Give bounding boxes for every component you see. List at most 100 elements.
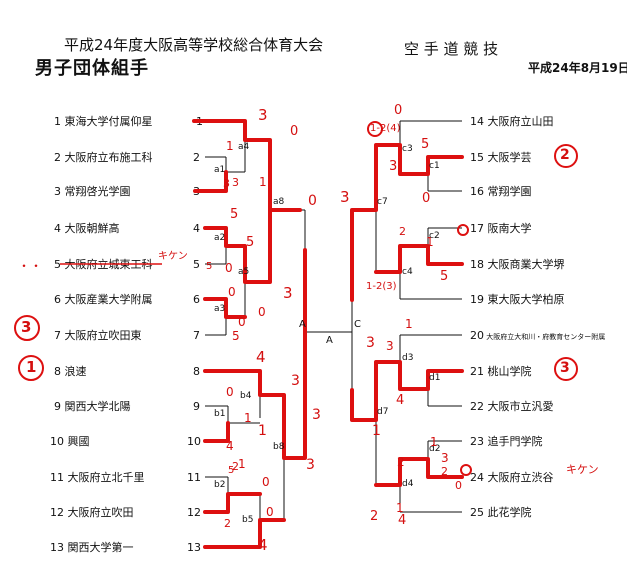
score-mark: 1 [226, 139, 234, 153]
score-mark: 4 [256, 348, 266, 366]
node-a8: a8 [273, 197, 285, 207]
node-c1: c1 [429, 161, 440, 171]
right-entry-18: 18 大阪商業大学堺 [470, 258, 565, 271]
score-mark: 5 [440, 269, 449, 284]
right-entry-17: 17 阪南大学 [470, 222, 532, 235]
score-mark: 3 [258, 106, 268, 124]
event-title: 平成24年度大阪高等学校総合体育大会 [64, 36, 324, 54]
right-entry-24: 24 大阪府立渋谷 [470, 471, 554, 484]
score-mark: 4 [398, 513, 407, 528]
score-mark: 5 [421, 137, 430, 152]
score-mark: 0 [228, 285, 236, 299]
score-mark: 1 [258, 423, 267, 439]
score-mark: 3 [386, 339, 394, 353]
score-mark: 0 [290, 124, 299, 139]
left-slot-13: 13 [187, 541, 201, 554]
left-slot-11: 11 [187, 471, 201, 484]
right-entry-15: 15 大阪学芸 [470, 151, 532, 164]
score-mark: 3 [366, 335, 375, 351]
rank-circle-left-8: 1 [26, 358, 37, 376]
left-slot-7: 7 [193, 329, 200, 342]
score-mark: 1 [244, 411, 252, 425]
score-mark: 3 [441, 451, 449, 465]
left-slot-5: 5 [193, 258, 200, 271]
score-mark: 3 [283, 284, 293, 302]
left-slot-4: 4 [193, 222, 200, 235]
node-b2: b2 [214, 480, 226, 490]
left-slot-10: 10 [187, 435, 201, 448]
score-mark: 5 [246, 235, 255, 250]
score-mark: 0 [258, 305, 266, 319]
score-mark: 1-2(4) [370, 123, 401, 134]
right-entry-19: 19 東大阪大学柏原 [470, 293, 565, 306]
left-entry-7: 7 大阪府立吹田東 [54, 329, 142, 342]
forfeit-note-right: キケン [566, 463, 599, 476]
score-mark: 3 [340, 188, 350, 206]
left-entry-11: 11 大阪府立北千里 [50, 471, 145, 484]
node-c2: c2 [429, 231, 440, 241]
right-entry-22: 22 大阪市立汎愛 [470, 400, 554, 413]
left-entry-10: 10 興國 [50, 435, 90, 448]
score-mark: 0 [262, 475, 270, 489]
score-mark: 0 [422, 191, 431, 206]
sport-name: 空 手 道 競 技 [404, 40, 499, 58]
score-mark: 5 [228, 465, 235, 476]
score-mark: 1-2(3) [366, 281, 397, 292]
node-a1: a1 [214, 165, 226, 175]
node-d3: d3 [402, 353, 414, 363]
right-entry-14: 14 大阪府立山田 [470, 115, 554, 128]
score-mark: 0 [226, 385, 234, 399]
node-c7: c7 [377, 197, 388, 207]
right-entry-25: 25 此花学院 [470, 506, 532, 519]
left-entry-2: 2 大阪府立布施工科 [54, 151, 153, 164]
score-mark: 2 [370, 509, 379, 524]
score-mark: 0 [238, 315, 246, 329]
node-a5: a5 [238, 267, 250, 277]
node-A-mid: A [326, 335, 333, 346]
score-mark: 3 [312, 407, 321, 423]
score-mark: 0 [266, 505, 274, 519]
right-entry-23: 23 追手門学院 [470, 435, 543, 448]
left-entry-1: 1 東海大学付属仰星 [54, 115, 153, 128]
score-mark: 2 [441, 465, 448, 478]
left-slot-12: 12 [187, 506, 201, 519]
node-A-left: A [299, 319, 306, 330]
right-entry-16: 16 常翔学園 [470, 185, 532, 198]
score-mark: 1 [405, 317, 413, 331]
score-mark: 0 [225, 261, 233, 275]
left-entry-4: 4 大阪朝鮮高 [54, 222, 120, 235]
rank-circle-right-15: 2 [560, 147, 570, 163]
node-d7: d7 [377, 407, 389, 417]
score-mark: 5 [206, 261, 213, 272]
score-mark: 1 [259, 175, 267, 189]
node-d4: d4 [402, 479, 414, 489]
score-mark: 2 [399, 225, 406, 238]
score-mark: 3 [232, 176, 239, 189]
score-mark: 1 [396, 501, 404, 515]
score-mark: 2 [397, 455, 405, 469]
division-title: 男子団体組手 [35, 58, 149, 79]
score-mark: 4 [226, 439, 234, 453]
node-a2: a2 [214, 233, 226, 243]
node-d2: d2 [429, 444, 441, 454]
margin-dots: ・・ [18, 259, 43, 273]
left-entry-8: 8 浪速 [54, 365, 87, 378]
right-entry-20: 20 大阪府立大和川・府教育センター附属 [470, 329, 606, 342]
score-mark: 3 [306, 457, 315, 473]
score-mark: 2 [232, 460, 239, 473]
left-slot-6: 6 [193, 293, 200, 306]
score-mark: 5 [232, 329, 240, 343]
left-slot-8: 8 [193, 365, 200, 378]
node-a4: a4 [238, 142, 250, 152]
score-mark: 2 [224, 517, 231, 530]
node-b1: b1 [214, 409, 226, 419]
node-b8: b8 [273, 442, 285, 452]
score-mark: 3 [223, 177, 230, 190]
left-slot-9: 9 [193, 400, 200, 413]
left-slot-2: 2 [193, 151, 200, 164]
score-mark: 1 [430, 435, 438, 449]
score-mark: 0 [394, 103, 403, 118]
left-entry-9: 9 関西大学北陽 [54, 400, 131, 413]
score-mark: 5 [230, 207, 239, 222]
